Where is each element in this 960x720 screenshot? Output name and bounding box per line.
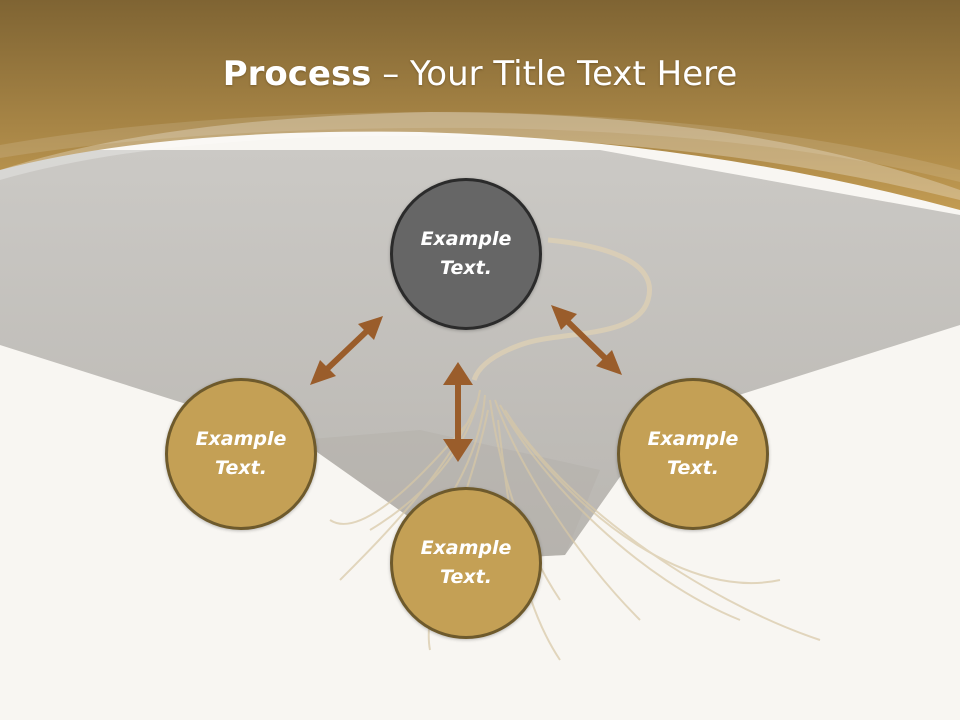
header-swoosh [0, 112, 960, 200]
title-rest: – Your Title Text Here [371, 54, 738, 94]
process-node-label: Example Text. [195, 428, 287, 479]
process-node-left: Example Text. [165, 378, 317, 530]
header-band [0, 0, 960, 210]
mortarboard-shape [0, 150, 960, 560]
process-node-label: Example Text. [420, 537, 512, 588]
arrow-right-to-top [563, 317, 610, 363]
page-title: Process – Your Title Text Here [0, 52, 960, 96]
process-node-top: Example Text. [390, 178, 542, 330]
arrow-left-to-top [323, 327, 371, 373]
title-bold: Process [222, 54, 372, 94]
process-node-bottom: Example Text. [390, 487, 542, 639]
connector-arrows [323, 317, 610, 443]
process-node-label: Example Text. [420, 228, 512, 279]
process-node-right: Example Text. [617, 378, 769, 530]
process-node-label: Example Text. [647, 428, 739, 479]
tassel-cord [471, 237, 653, 381]
